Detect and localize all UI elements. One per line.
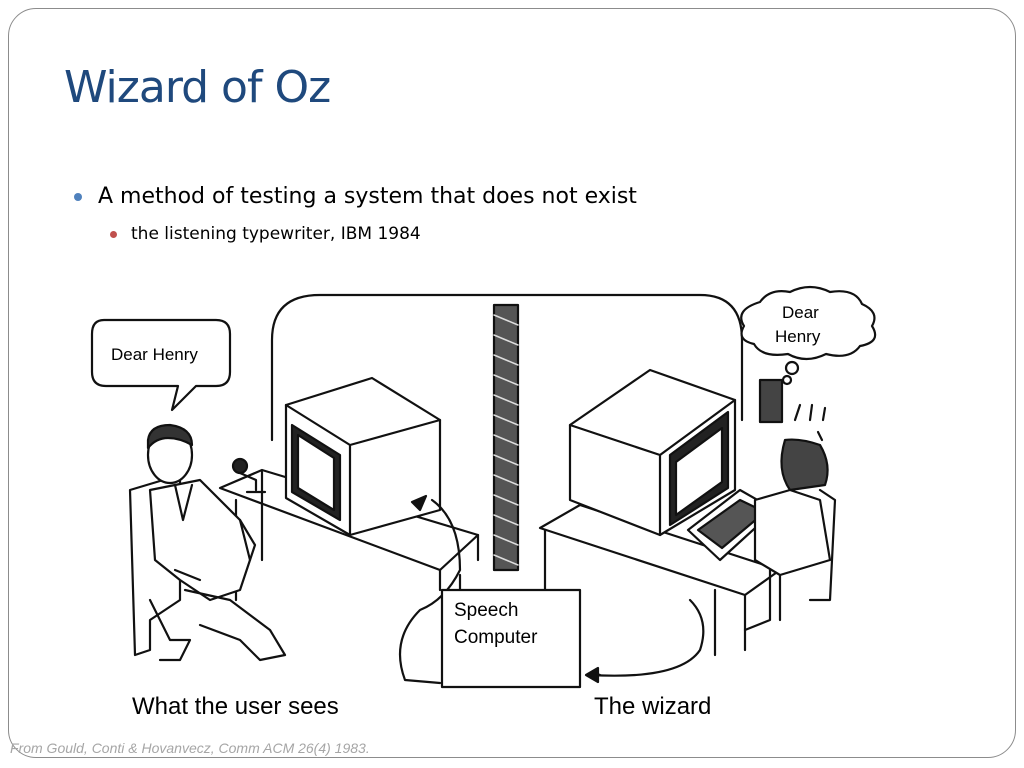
bullet-dot-icon bbox=[74, 192, 82, 201]
right-monitor bbox=[568, 368, 737, 537]
speech-computer-label-line1: Speech bbox=[454, 600, 518, 621]
microphone bbox=[231, 457, 267, 494]
slide-title: Wizard of Oz bbox=[64, 62, 331, 113]
bullet-level2: the listening typewriter, IBM 1984 bbox=[110, 224, 421, 244]
sub-bullet-text: the listening typewriter, IBM 1984 bbox=[131, 224, 421, 244]
caption-user-view: What the user sees bbox=[132, 693, 339, 720]
partition-wall bbox=[492, 303, 520, 572]
speech-computer-label-line2: Computer bbox=[454, 627, 538, 648]
bullet-text: A method of testing a system that does n… bbox=[98, 184, 637, 209]
sub-bullet-dot-icon bbox=[110, 230, 117, 238]
room-wall bbox=[270, 293, 744, 442]
thought-bubble-line1: Dear bbox=[782, 303, 819, 322]
speech-bubble-text: Dear Henry bbox=[111, 345, 198, 364]
speech-bubble bbox=[90, 318, 232, 412]
left-monitor bbox=[284, 376, 442, 537]
speech-computer-box bbox=[440, 588, 582, 689]
bullet-level1: A method of testing a system that does n… bbox=[74, 184, 637, 209]
source-credit: From Gould, Conti & Hovanvecz, Comm ACM … bbox=[10, 740, 370, 756]
wizard-figure bbox=[743, 378, 837, 632]
thought-bubble-line2: Henry bbox=[775, 327, 821, 346]
caption-wizard: The wizard bbox=[594, 693, 712, 720]
thought-bubble bbox=[740, 285, 877, 361]
user-figure bbox=[128, 423, 287, 662]
